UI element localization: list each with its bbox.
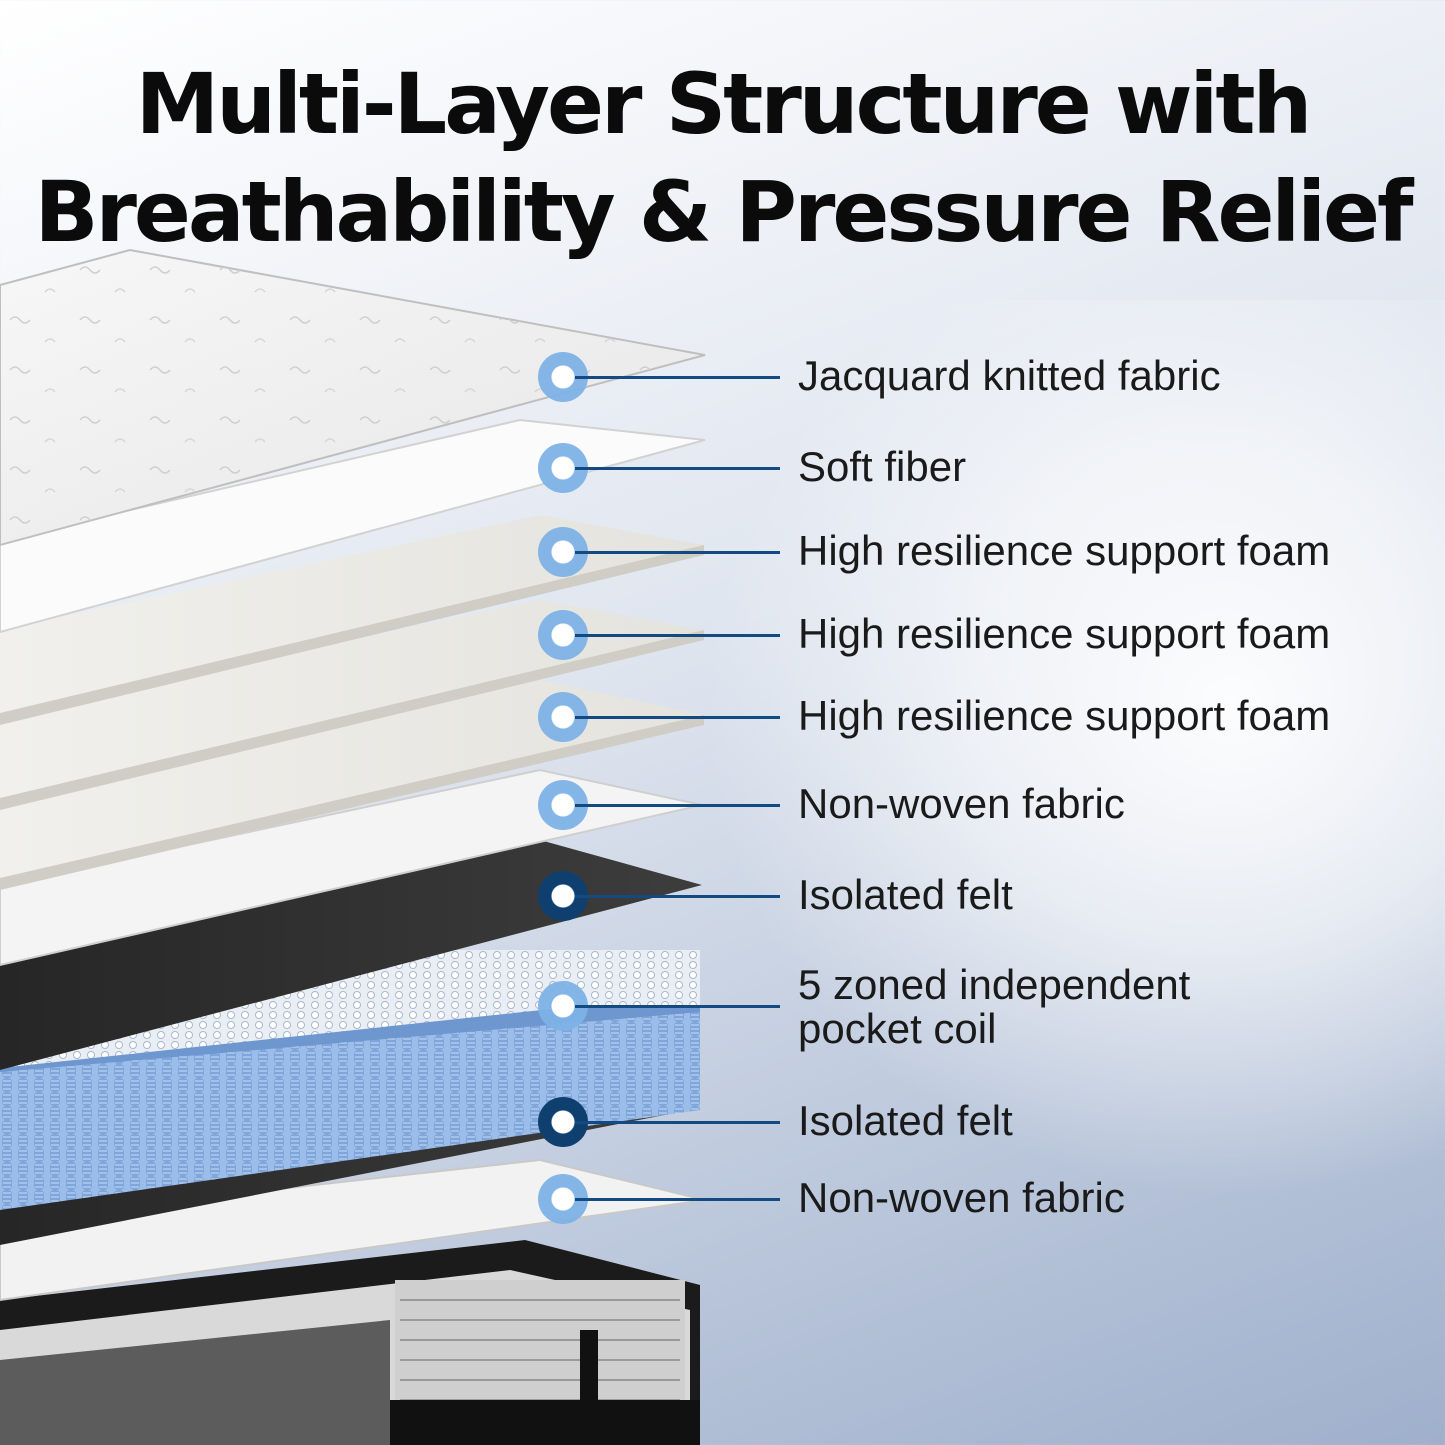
leader-line bbox=[575, 1005, 780, 1008]
layer-soft-fiber bbox=[0, 418, 706, 634]
leader-line bbox=[575, 716, 780, 719]
layer-label: Isolated felt bbox=[798, 1097, 1013, 1144]
layer-label: Jacquard knitted fabric bbox=[798, 352, 1221, 399]
layer-foam-3 bbox=[0, 680, 704, 890]
layer-label: Non-woven fabric bbox=[798, 1174, 1125, 1221]
leader-line bbox=[575, 551, 780, 554]
layer-label: High resilience support foam bbox=[798, 610, 1331, 657]
layer-jacquard bbox=[0, 248, 706, 547]
layer-foam-2 bbox=[0, 600, 704, 810]
background-glow bbox=[700, 300, 1445, 1200]
layer-pocket-coil bbox=[0, 950, 700, 1210]
leader-line bbox=[575, 1198, 780, 1201]
leader-line bbox=[575, 634, 780, 637]
leader-line bbox=[575, 1121, 780, 1124]
title-line-1: Multi-Layer Structure with bbox=[135, 55, 1313, 153]
leader-line bbox=[575, 804, 780, 807]
layer-foam-1 bbox=[0, 515, 704, 725]
leader-line bbox=[575, 467, 780, 470]
leader-line bbox=[575, 376, 780, 379]
layer-label: High resilience support foam bbox=[798, 527, 1331, 574]
leader-line bbox=[575, 895, 780, 898]
layer-label: Isolated felt bbox=[798, 871, 1013, 918]
layer-label: Non-woven fabric bbox=[798, 780, 1125, 827]
layer-label: Soft fiber bbox=[798, 443, 967, 490]
title-line-2: Breathability & Pressure Relief bbox=[34, 163, 1413, 261]
layer-label: 5 zoned independent pocket coil bbox=[798, 961, 1191, 1052]
layer-top-felt bbox=[0, 840, 702, 1070]
layer-label: High resilience support foam bbox=[798, 692, 1331, 739]
page-title: Multi-Layer Structure with Breathability… bbox=[0, 50, 1445, 266]
mattress-base bbox=[0, 1240, 700, 1445]
